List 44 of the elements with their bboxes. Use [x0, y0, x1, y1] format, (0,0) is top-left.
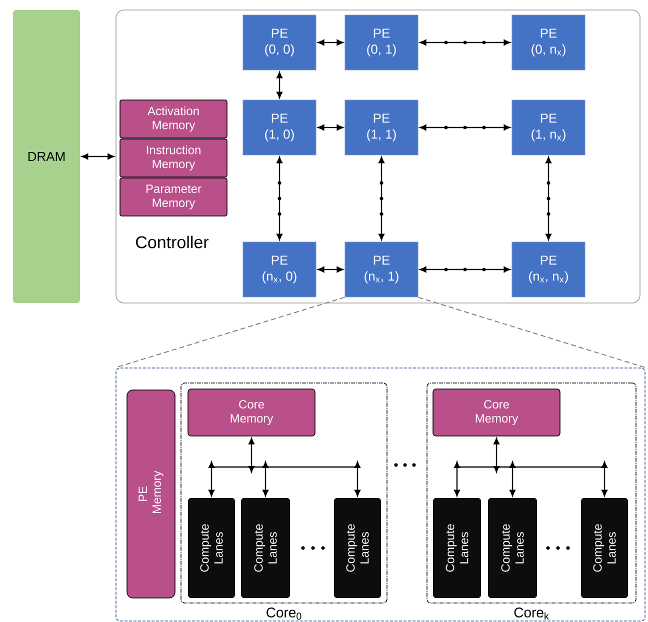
pe-box: PE (0, 0) [242, 14, 316, 70]
pe-box: PE (n$_{x}$, 1) [344, 242, 418, 298]
node-label: Core$_{0}$ [266, 608, 302, 620]
compute-lane-box: Compute Lanes [241, 498, 290, 598]
pe-box: PE (0, 1) [344, 14, 418, 70]
arrow [420, 266, 510, 272]
arrow [208, 462, 214, 496]
arrow [276, 156, 282, 240]
compute-lane-box: Compute Lanes [188, 498, 235, 598]
arrow [318, 124, 344, 130]
memory-box: Core Memory [432, 388, 560, 436]
arrow [354, 462, 360, 496]
arrow [546, 156, 552, 240]
arrow [420, 40, 510, 46]
memory-box: Activation Memory [120, 100, 228, 138]
arrow [602, 462, 608, 496]
arrow [82, 154, 114, 160]
arrow [454, 462, 460, 496]
arrow [510, 462, 516, 496]
arrow [276, 72, 282, 98]
node-label: Core$_{k}$ [514, 608, 549, 620]
arrow [262, 462, 268, 496]
arrow [420, 124, 510, 130]
pe-box: PE (1, 1) [344, 100, 418, 156]
pe-box: PE (1, n$_{x}$) [512, 100, 586, 156]
memory-box: Parameter Memory [120, 178, 228, 216]
pe-box: PE (0, n$_{x}$) [512, 14, 586, 70]
compute-lane-box: Compute Lanes [488, 498, 537, 598]
pe-detail-box [116, 368, 646, 622]
arrow [318, 266, 344, 272]
compute-lane-box: Compute Lanes [433, 498, 481, 598]
pe-box: PE (n$_{x}$, 0) [242, 242, 316, 298]
pe-box: PE (n$_{x}$, n$_{x}$) [512, 242, 586, 298]
memory-box: Core Memory [188, 388, 316, 436]
memory-box: Instruction Memory [120, 138, 228, 178]
compute-lane-box: Compute Lanes [581, 498, 628, 598]
bus-arrow [457, 438, 604, 472]
compute-lane-box: Compute Lanes [334, 498, 381, 598]
pe-box: PE (1, 0) [242, 100, 316, 156]
memory-box: PE Memory [126, 390, 176, 598]
dram-box: DRAM [13, 10, 80, 303]
bus-arrow [212, 438, 358, 472]
arrow [378, 156, 384, 240]
arrow [318, 40, 344, 46]
